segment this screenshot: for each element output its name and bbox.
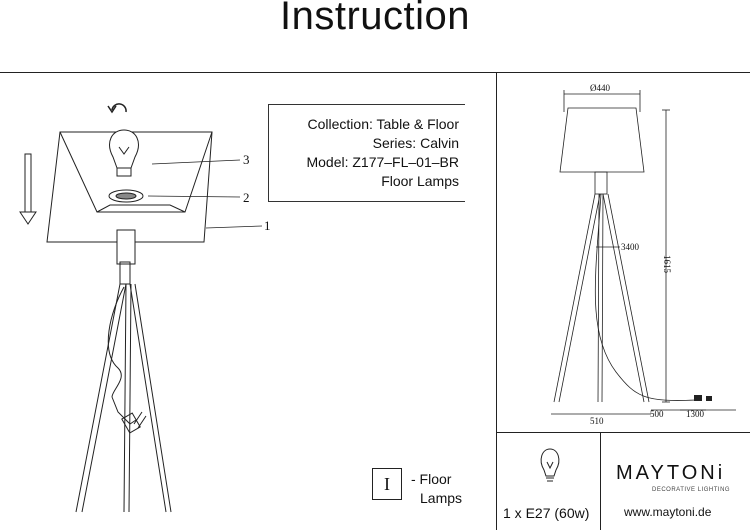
socket-ring	[108, 189, 144, 203]
cable-length-b-label: 1300	[686, 409, 704, 419]
product-info-box: Collection: Table & Floor Series: Calvin…	[268, 104, 465, 202]
panel-divider	[496, 72, 497, 530]
brand-logo: MAYTONi	[616, 462, 726, 484]
leg-length-label: 3400	[621, 242, 639, 252]
callout-1: 1	[264, 218, 271, 233]
legend-text-line2: Lamps	[420, 490, 463, 506]
model-label: Model: Z177–FL–01–BR	[306, 154, 459, 170]
category-label: Floor Lamps	[381, 173, 459, 189]
lamp-shade	[46, 131, 213, 243]
brand-url[interactable]: www.maytoni.de	[624, 505, 712, 519]
dimension-drawing	[551, 90, 736, 415]
series-label: Series: Calvin	[372, 135, 459, 151]
cable-length-a-label: 500	[650, 409, 664, 419]
bulb-spec-label: 1 x E27 (60w)	[503, 505, 590, 521]
callout-2: 2	[243, 190, 250, 205]
logo-divider	[600, 432, 601, 530]
floor-lamp-icon: I	[372, 468, 402, 500]
page-title: Instruction	[279, 0, 471, 38]
tripod	[75, 261, 172, 513]
bulb-drawing	[109, 129, 139, 177]
bottom-divider	[496, 432, 750, 433]
collection-label: Collection: Table & Floor	[307, 116, 459, 132]
socket-body	[116, 229, 136, 265]
bulb-icon	[540, 448, 560, 482]
rotate-icon	[107, 103, 127, 114]
instruction-frame	[0, 72, 750, 531]
cable-and-plug	[107, 286, 147, 434]
leader-lines	[147, 159, 263, 229]
callout-3: 3	[243, 152, 250, 167]
legend-text-line1: - Floor	[411, 471, 452, 487]
height-label: 1615	[662, 255, 672, 273]
plug-small	[694, 395, 712, 401]
shade-diameter-label: Ø440	[590, 83, 610, 93]
brand-tagline: DECORATIVE LIGHTING	[652, 487, 731, 493]
assembly-drawing	[19, 103, 263, 513]
down-arrow-icon	[19, 153, 37, 225]
base-width-label: 510	[590, 416, 604, 426]
